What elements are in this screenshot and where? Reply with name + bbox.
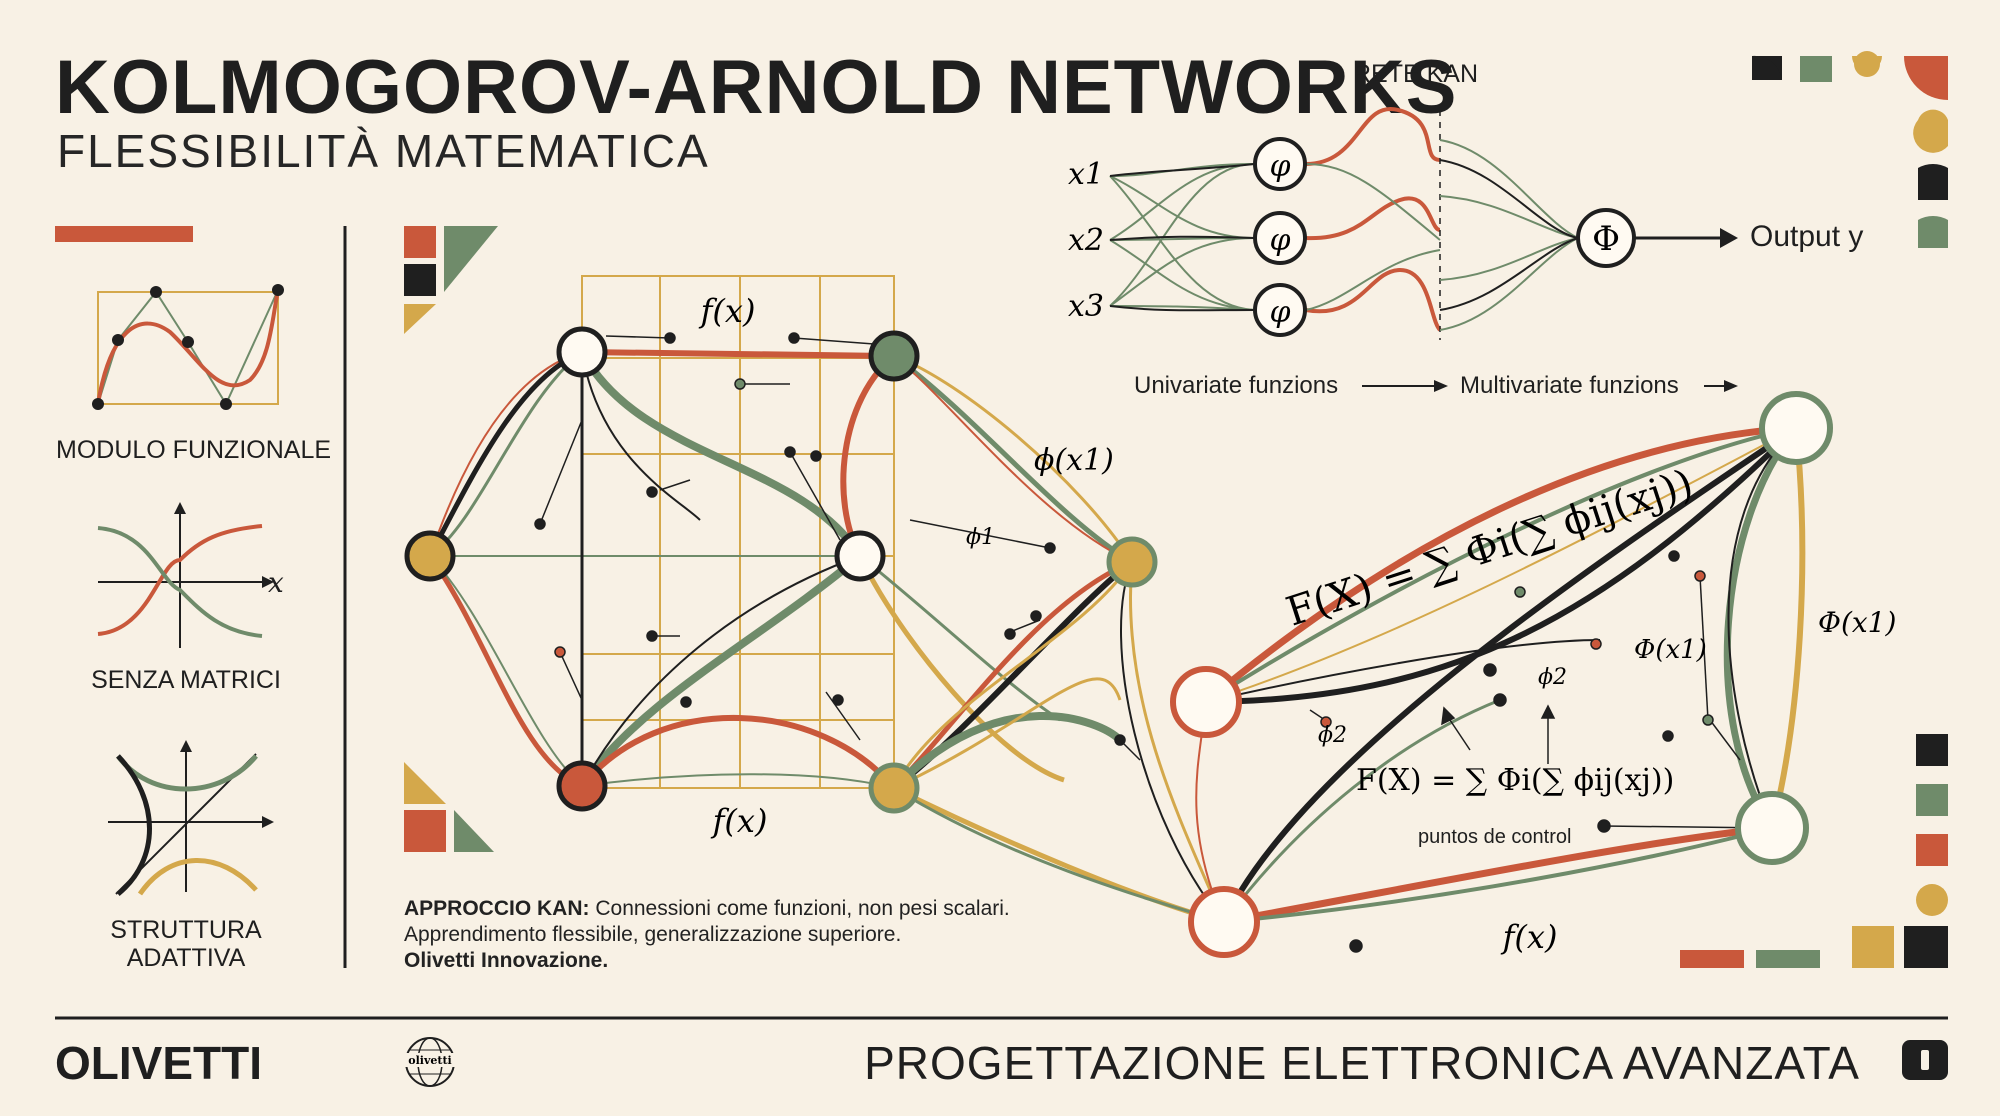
node-big-left (1170, 666, 1242, 738)
univariate-label: Univariate funzions (1134, 372, 1339, 399)
network-edges-right (1195, 424, 1806, 926)
sidebar-label-no-matrix: SENZA MATRICI (91, 666, 281, 694)
phi-x1-label: ϕ(x1) (1034, 443, 1114, 478)
phi-node-2 (1253, 211, 1307, 265)
network-decor-bottom (404, 762, 494, 852)
sidebar-axis-x: x (268, 566, 284, 599)
node-top-left (556, 326, 608, 378)
phi-label-2: φ (1269, 223, 1290, 258)
input-x1: x1 (1068, 157, 1104, 192)
phi1-label: ϕ1 (966, 525, 995, 550)
sidebar-label-adaptive-1: STRUTTURA (110, 916, 262, 944)
big-phi-node (1576, 208, 1636, 268)
rete-kan-label: RETE KAN (1353, 60, 1479, 88)
f-bottom-label: f(x) (711, 802, 768, 840)
network-nodes (404, 326, 1158, 814)
output-label: Output y (1750, 220, 1864, 253)
page-title: KOLMOGOROV-ARNOLD NETWORKS (55, 45, 1458, 130)
phi-label-1: φ (1269, 149, 1290, 184)
footer-badge (1902, 1040, 1948, 1080)
node-bottom-right (868, 762, 920, 814)
f-top-label: f(x) (699, 292, 756, 330)
note-line3: Olivetti Innovazione. (404, 949, 609, 972)
formula-small: F(X) = ∑ Φi(∑ ϕij(xj)) (1356, 763, 1674, 798)
olivetti-globe-logo: olivetti (404, 1037, 456, 1087)
adaptive-structure-icon (108, 740, 274, 896)
sidebar-label-module: MODULO FUNZIONALE (56, 436, 332, 464)
control-points-label: puntos de control (1418, 826, 1572, 848)
functional-module-icon (92, 284, 284, 410)
annotation-leaders (534, 332, 1773, 953)
note-bold: APPROCCIO KAN: (404, 897, 590, 920)
kan-mini-diagram (1109, 106, 1738, 392)
input-x3: x3 (1068, 289, 1104, 324)
phi2-label-a: ϕ2 (1318, 723, 1347, 748)
kan-approach-note: APPROCCIO KAN: Connessioni come funzioni… (404, 896, 1010, 974)
node-left (404, 530, 456, 582)
olivetti-logo-text: olivetti (408, 1054, 451, 1067)
sidebar-label-adaptive-2: ADATTIVA (126, 944, 246, 972)
note-line2: Apprendimento flessibile, generalizzazio… (404, 923, 902, 946)
footer-tagline: PROGETTAZIONE ELETTRONICA AVANZATA (864, 1037, 1860, 1089)
phi-label-3: φ (1269, 295, 1290, 330)
node-big-bottom-right (1735, 791, 1809, 865)
node-center (834, 530, 886, 582)
phi-node-3 (1253, 283, 1307, 337)
no-matrix-icon (97, 502, 274, 648)
f-right-label: f(x) (1501, 918, 1558, 956)
node-big-bottom (1188, 886, 1260, 958)
Phi-x1-label-b: Φ(x1) (1818, 606, 1896, 639)
network-decor-top (404, 226, 498, 334)
Phi-x1-label-a: Φ(x1) (1634, 635, 1707, 665)
big-phi-label: Φ (1592, 219, 1620, 259)
multivariate-label: Multivariate funzions (1460, 372, 1679, 399)
right-decor (1680, 734, 1948, 968)
footer-brand: OLIVETTI (55, 1037, 262, 1089)
page-subtitle: FLESSIBILITÀ MATEMATICA (57, 125, 710, 177)
network-nodes-large (1170, 391, 1833, 958)
input-x2: x2 (1068, 223, 1104, 258)
formula-main: F(X) = ∑ Φi(∑ ϕij(xj)) (1281, 461, 1699, 636)
node-top-right (868, 330, 920, 382)
network-edges-left (427, 349, 1226, 925)
phi2-label-b: ϕ2 (1538, 665, 1567, 690)
node-bottom-left (556, 760, 608, 812)
node-big-top-right (1759, 391, 1833, 465)
node-right-mid (1106, 536, 1158, 588)
note-line1: Connessioni come funzioni, non pesi scal… (589, 897, 1010, 920)
sidebar-accent-bar (55, 226, 193, 242)
phi-node-1 (1253, 137, 1307, 191)
top-right-decor (1752, 51, 1948, 248)
